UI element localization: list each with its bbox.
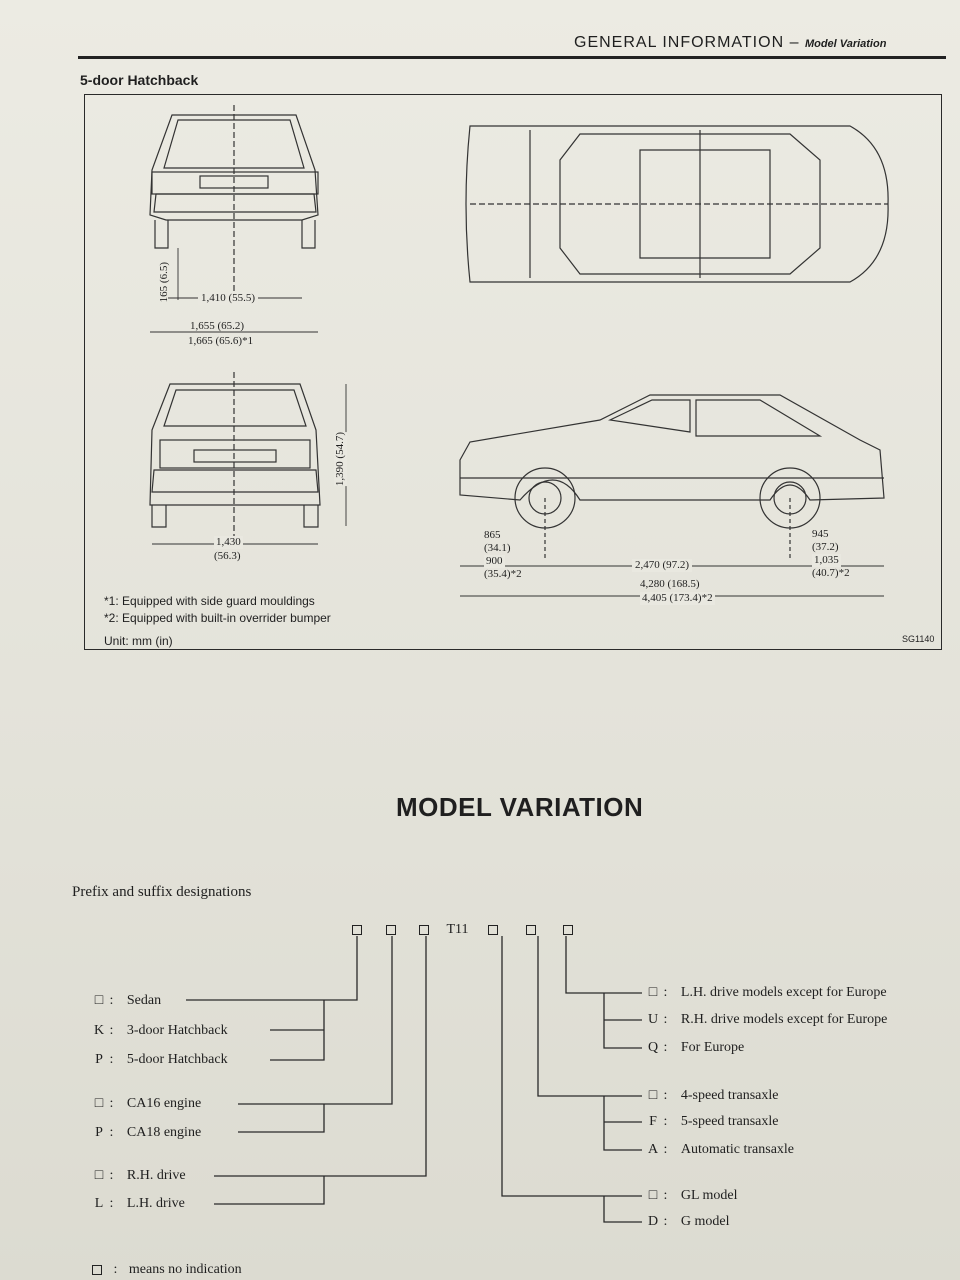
left-item-rhd: □ : R.H. drive — [94, 1168, 186, 1183]
prefix-suffix-label: Prefix and suffix designations — [72, 884, 252, 900]
front-overhang-dim: 865 (34.1) 900 (35.4)*2 — [484, 529, 522, 580]
rear-track-dim: 1,410 (55.5) — [198, 292, 259, 305]
right-item-automatic: A : Automatic transaxle — [647, 1142, 795, 1157]
side-view-drawing — [459, 394, 885, 560]
front-track-dim: 1,430 — [214, 536, 243, 549]
overall-length-dim: 4,280 (168.5) — [640, 578, 700, 590]
right-item-rhd-non-europe: U : R.H. drive models except for Europe — [647, 1012, 888, 1027]
left-item-3door: K : 3-door Hatchback — [93, 1023, 228, 1038]
left-item-lhd: L : L.H. drive — [94, 1196, 185, 1211]
suffix-box-1 — [488, 925, 499, 935]
wheelbase-dim: 2,470 (97.2) — [632, 559, 693, 572]
diagram-note-2: *2: Equipped with built-in overrider bum… — [104, 611, 331, 625]
model-variation-title: MODEL VARIATION — [396, 792, 644, 822]
top-view-drawing — [465, 125, 889, 283]
right-item-4speed: □ : 4-speed transaxle — [648, 1088, 779, 1103]
right-item-g: D : G model — [647, 1214, 730, 1229]
header-separator: – — [789, 34, 800, 51]
left-item-ca16: □ : CA16 engine — [94, 1096, 202, 1111]
diagram-note-1: *1: Equipped with side guard mouldings — [104, 594, 315, 608]
rear-width-alt-dim: 1,665 (65.6)*1 — [188, 335, 254, 347]
section-title: 5-door Hatchback — [80, 72, 199, 88]
suffix-box-2 — [525, 925, 536, 935]
code-template: T11 — [352, 922, 574, 938]
prefix-box-3 — [419, 925, 429, 935]
header-title: GENERAL INFORMATION — [574, 34, 785, 51]
rear-overhang-dim: 945 (37.2) 1,035 (40.7)*2 — [812, 528, 850, 579]
rear-view-drawing — [149, 105, 319, 292]
prefix-box-2 — [385, 925, 396, 935]
page-header: GENERAL INFORMATION – Model Variation — [574, 34, 886, 52]
dimension-diagram-frame — [84, 94, 942, 650]
front-view-drawing — [149, 372, 321, 540]
right-item-europe: Q : For Europe — [647, 1040, 745, 1055]
left-item-ca18: P : CA18 engine — [95, 1125, 202, 1140]
footnote-box — [92, 1264, 102, 1275]
left-item-sedan: □ : Sedan — [94, 993, 162, 1008]
right-item-lhd-non-europe: □ : L.H. drive models except for Europe — [648, 985, 887, 1000]
prefix-box-1 — [352, 925, 362, 935]
front-track-in-dim: (56.3) — [214, 550, 241, 562]
right-item-5speed: F : 5-speed transaxle — [649, 1114, 779, 1129]
overall-length-alt-dim: 4,405 (173.4)*2 — [640, 592, 715, 605]
header-rule — [78, 56, 946, 59]
diagram-unit-note: Unit: mm (in) — [104, 634, 173, 648]
suffix-box-3 — [563, 925, 574, 935]
base-code: T11 — [446, 922, 469, 937]
rear-width-dim: 1,655 (65.2) — [190, 320, 245, 332]
left-item-5door: P : 5-door Hatchback — [95, 1052, 228, 1067]
right-item-gl: □ : GL model — [648, 1188, 738, 1203]
header-subtitle: Model Variation — [804, 38, 887, 50]
figure-code: SG1140 — [902, 634, 935, 644]
footnote: : means no indication — [92, 1262, 242, 1278]
